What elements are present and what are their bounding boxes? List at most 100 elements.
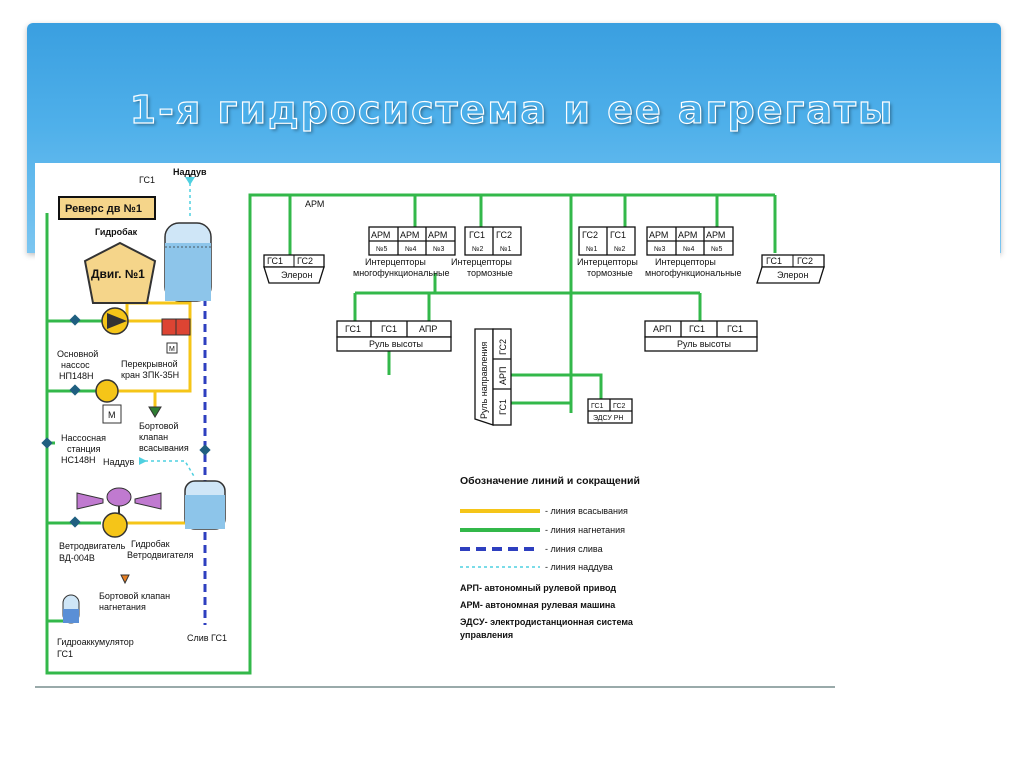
interceptors-brake-left-2: тормозные xyxy=(467,268,513,278)
nadduv-top-label: Наддув xyxy=(173,167,207,177)
boost-arrow-icon xyxy=(185,177,195,185)
interceptors-brake-left-1: Интерцепторы xyxy=(451,257,512,267)
aileron-right-label: Элерон xyxy=(777,270,808,280)
elevator-right-gs1a: ГС1 xyxy=(689,324,705,334)
elevator-right-arp: АРП xyxy=(653,324,671,334)
n4r-label: №4 xyxy=(683,246,695,253)
drain-label: Слив ГС1 xyxy=(187,633,227,643)
accumulator-icon xyxy=(62,594,80,624)
board-pressure-valve-icon xyxy=(120,574,130,585)
abbr-edsu-1: ЭДСУ- электродистанционная система xyxy=(460,617,634,627)
legend-item-suction: - линия всасывания xyxy=(545,506,628,516)
board-pressure-label-1: Бортовой клапан xyxy=(99,591,170,601)
wind-tank-label-1: Гидробак xyxy=(131,539,170,549)
brake-right-gs2: ГС2 xyxy=(582,230,598,240)
arm-top-label: АРМ xyxy=(305,199,324,209)
reverse-engine-label: Реверс дв №1 xyxy=(65,203,142,215)
arm-3-label: АРМ xyxy=(428,230,447,240)
diagram-bottom-border xyxy=(35,686,835,688)
board-suction-label-3: всасывания xyxy=(139,443,189,453)
legend-item-drain: - линия слива xyxy=(545,544,603,554)
aileron-left-label: Элерон xyxy=(281,270,312,280)
board-pressure-label-2: нагнетания xyxy=(99,602,146,612)
accumulator-label-2: ГС1 xyxy=(57,649,73,659)
elevator-right-gs1b: ГС1 xyxy=(727,324,743,334)
interceptors-brake-right-2: тормозные xyxy=(587,268,633,278)
engine-label: Двиг. №1 xyxy=(91,267,145,281)
arm-4-label: АРМ xyxy=(400,230,419,240)
interceptors-multi-right-2: многофункциональные xyxy=(645,268,742,278)
n5r-label: №5 xyxy=(711,246,723,253)
reverse-engine-box xyxy=(58,196,156,220)
elevator-left-gs1a: ГС1 xyxy=(345,324,361,334)
elevator-left-gs1b: ГС1 xyxy=(381,324,397,334)
abbr-arm: АРМ- автономная рулевая машина xyxy=(460,600,616,610)
shutoff-valve-icon xyxy=(161,318,191,354)
brake-left-block xyxy=(464,226,522,256)
rudder-label: Руль направления xyxy=(479,342,489,419)
brake-left-gs1: ГС1 xyxy=(469,230,485,240)
engine-icon xyxy=(83,241,157,304)
interceptors-multi-right-1: Интерцепторы xyxy=(655,257,716,267)
rudder-block xyxy=(474,328,512,426)
gs1-top-label: ГС1 xyxy=(139,175,155,185)
wind-motor-label-1: Ветродвигатель xyxy=(59,541,126,551)
aileron-left-gs1: ГС1 xyxy=(267,256,283,266)
wind-pump-icon xyxy=(102,512,128,538)
legend-lines xyxy=(460,509,540,568)
valve-label-1: Перекрывной xyxy=(121,359,178,369)
pump-station-label-1: Нассосная xyxy=(61,433,106,443)
wind-motor-icon xyxy=(76,487,162,515)
slide-title: 1-я гидросистема и ее агрегаты xyxy=(129,87,895,132)
arm-multi-left-block xyxy=(368,226,456,256)
pump-station-icon xyxy=(95,379,119,403)
legend-item-boost: - линия наддува xyxy=(545,562,613,572)
valve-label-2: кран ЗПК-35Н xyxy=(121,370,179,380)
aileron-right-gs2: ГС2 xyxy=(797,256,813,266)
board-suction-label-1: Бортовой xyxy=(139,421,178,431)
interceptors-brake-right-1: Интерцепторы xyxy=(577,257,638,267)
board-suction-label-2: клапан xyxy=(139,432,168,442)
rudder-gs1: ГС1 xyxy=(498,399,508,415)
aileron-left-gs2: ГС2 xyxy=(297,256,313,266)
boost-lines xyxy=(145,183,196,479)
abbr-edsu-2: управления xyxy=(460,630,513,640)
edsu-gs1: ГС1 xyxy=(591,403,604,410)
elevator-right-label: Руль высоты xyxy=(677,339,731,349)
abbr-arp: АРП- автономный рулевой привод xyxy=(460,583,616,593)
pump-station-label-2: станция xyxy=(67,444,101,454)
gidrobak-label: Гидробак xyxy=(95,227,138,237)
main-pump-label-1: Основной xyxy=(57,349,98,359)
edsu-label: ЭДСУ РН xyxy=(593,415,623,422)
elevator-left-block xyxy=(336,320,452,352)
elevator-left-apr: АПР xyxy=(419,324,437,334)
brake-left-gs2: ГС2 xyxy=(496,230,512,240)
elevator-left-label: Руль высоты xyxy=(369,339,423,349)
hydraulic-diagram: ГС1 Наддув Реверс дв №1 Гидробак Двиг. №… xyxy=(35,163,1000,690)
edsu-gs2: ГС2 xyxy=(613,403,626,410)
m-motor-label: М xyxy=(108,410,116,420)
legend-item-pressure: - линия нагнетания xyxy=(545,525,625,535)
main-pump-label-3: НП148Н xyxy=(59,371,93,381)
nadduv-mid-label: Наддув xyxy=(103,457,135,467)
n3r-label: №3 xyxy=(654,246,666,253)
n5-label: №5 xyxy=(376,246,388,253)
n4-label: №4 xyxy=(405,246,417,253)
brake-left-n1: №1 xyxy=(500,246,512,253)
board-suction-valve-icon xyxy=(148,406,162,418)
wind-tank-label-2: Ветродвигателя xyxy=(127,550,194,560)
pressure-lines-right xyxy=(288,193,777,413)
accumulator-label-1: Гидроаккумулятор xyxy=(57,637,134,647)
n3-label: №3 xyxy=(433,246,445,253)
aileron-left-block xyxy=(263,254,325,284)
brake-left-n2: №2 xyxy=(472,246,484,253)
m-small-label: М xyxy=(169,346,175,353)
wind-motor-label-2: ВД-004В xyxy=(59,553,95,563)
hydraulic-tank-icon xyxy=(164,222,212,302)
pump-station-motor-icon xyxy=(102,404,122,424)
brake-right-gs1: ГС1 xyxy=(610,230,626,240)
wind-tank-icon xyxy=(184,480,226,530)
elevator-right-block xyxy=(644,320,758,352)
interceptors-multi-left-1: Интерцепторы xyxy=(365,257,426,267)
edsu-rn-block xyxy=(587,398,633,424)
